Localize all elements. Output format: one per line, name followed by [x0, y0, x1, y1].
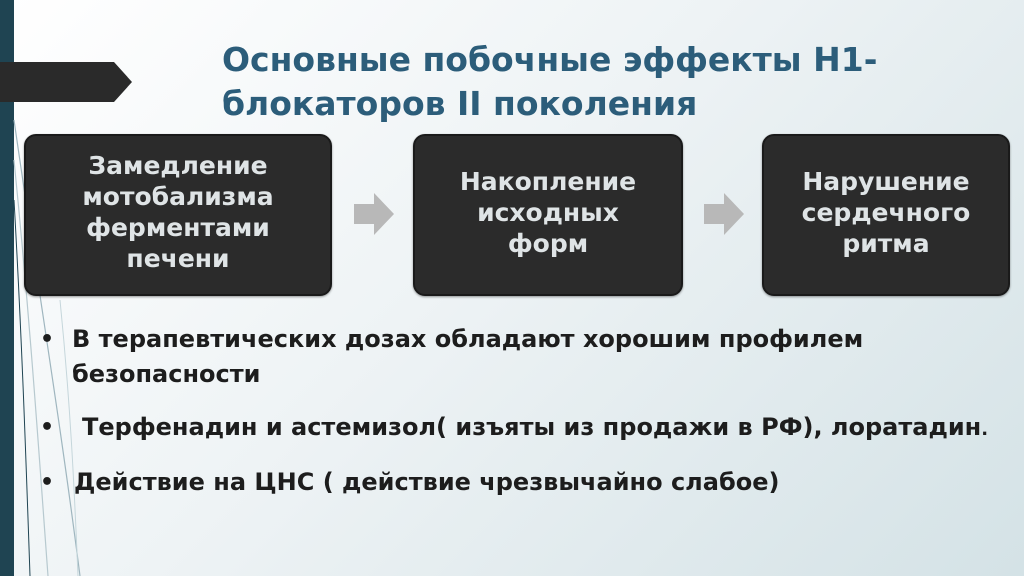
box-line: Накопление — [459, 167, 637, 196]
box-line: ритма — [842, 229, 930, 258]
bullet-icon: • — [40, 470, 55, 495]
bullet-item: • Действие на ЦНС ( действие чрезвычайно… — [40, 465, 1010, 500]
bullet-text: Действие на ЦНС ( действие чрезвычайно с… — [74, 468, 780, 496]
flow-arrow-icon — [704, 193, 744, 235]
bullet-suffix: . — [981, 419, 989, 440]
slide-title: Основные побочные эффекты Н1-блокаторов … — [222, 40, 878, 123]
bullet-text: Терфенадин и астемизол( изъяты из продаж… — [82, 413, 982, 441]
box-line: исходных — [477, 198, 619, 227]
box-line: печени — [126, 244, 230, 273]
bullet-item: • В терапевтических дозах обладают хорош… — [40, 322, 1010, 392]
bullet-list: • В терапевтических дозах обладают хорош… — [40, 322, 1010, 500]
flow-arrow-icon — [354, 193, 394, 235]
bullet-icon: • — [40, 327, 55, 352]
effect-box-accumulation: Накопление исходных форм — [413, 134, 683, 296]
box-line: сердечного — [801, 198, 971, 227]
box-line: Нарушение — [802, 167, 970, 196]
bullet-icon: • — [40, 415, 55, 440]
effect-box-heart-rhythm: Нарушение сердечного ритма — [762, 134, 1010, 296]
bullet-text: В терапевтических дозах обладают хорошим… — [72, 325, 864, 388]
box-line: ферментами — [86, 213, 270, 242]
box-line: мотобализма — [82, 182, 274, 211]
bullet-item: • Терфенадин и астемизол( изъяты из прод… — [40, 410, 1010, 447]
box-line: форм — [507, 229, 589, 258]
effect-box-metabolism: Замедление мотобализма ферментами печени — [24, 134, 332, 296]
left-accent-bar — [0, 0, 14, 576]
box-line: Замедление — [88, 151, 268, 180]
title-tab-arrow-icon — [0, 62, 132, 102]
